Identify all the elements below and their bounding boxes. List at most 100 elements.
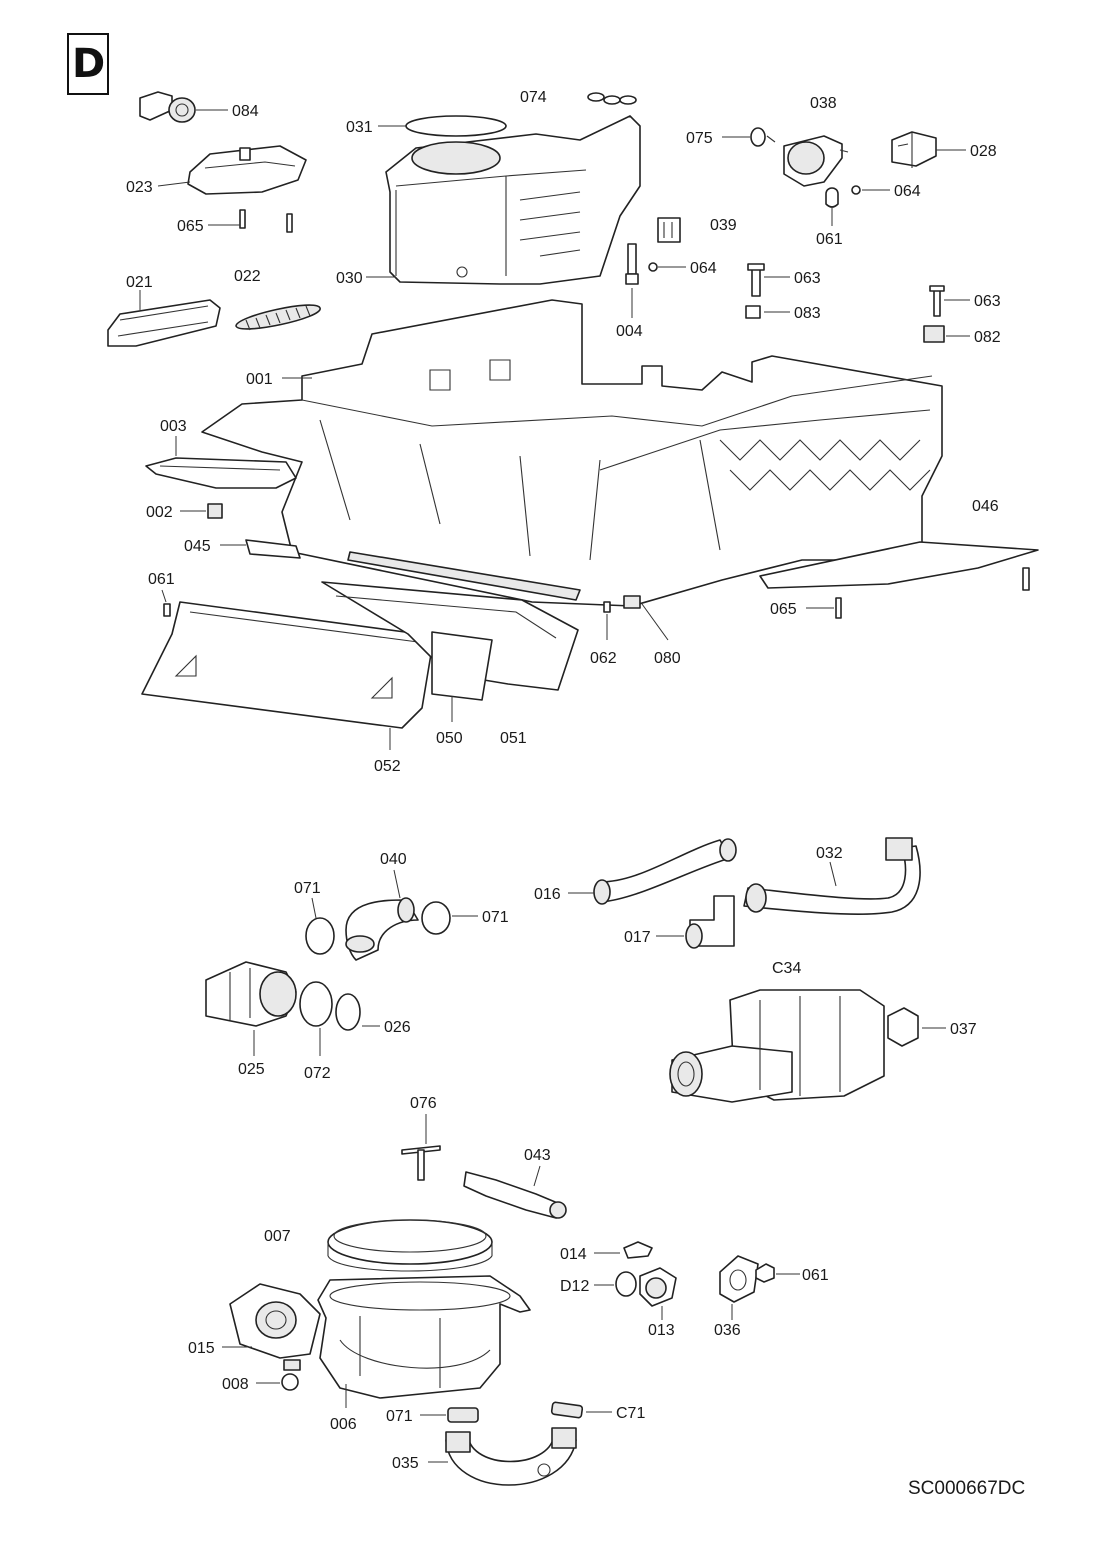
callout-012: D12: [560, 1278, 589, 1295]
callout-028: 028: [970, 143, 997, 160]
part-036: [719, 1255, 759, 1303]
callout-030: 030: [336, 270, 363, 287]
part-082: [923, 325, 945, 343]
callout-001: 001: [246, 371, 273, 388]
section-box: D: [67, 33, 109, 95]
part-072: [299, 981, 333, 1027]
part-028: [891, 131, 937, 168]
callout-026: 026: [384, 1019, 411, 1036]
callout-063-a: 063: [794, 270, 821, 287]
part-037: [887, 1007, 919, 1047]
callout-015: 015: [188, 1340, 215, 1357]
part-050: [431, 631, 493, 701]
part-001-base: [201, 299, 943, 607]
callout-061-bottom: 061: [802, 1267, 829, 1284]
part-008: [281, 1359, 301, 1391]
callout-071-a: 071: [294, 880, 321, 897]
callout-022: 022: [234, 268, 261, 285]
part-038: [766, 135, 849, 187]
callout-038: 038: [810, 95, 837, 112]
callout-021: 021: [126, 274, 153, 291]
callout-046: 046: [972, 498, 999, 515]
section-letter: D: [72, 41, 105, 87]
part-071-d: [550, 1401, 584, 1419]
callout-037: 037: [950, 1021, 977, 1038]
part-046-plate: [759, 541, 1039, 589]
callout-031: 031: [346, 119, 373, 136]
callout-023: 023: [126, 179, 153, 196]
callout-040: 040: [380, 851, 407, 868]
part-065-bottom: [835, 597, 842, 619]
callout-071-b: 071: [482, 909, 509, 926]
part-071-c: [447, 1407, 479, 1423]
callout-050: 050: [436, 730, 463, 747]
part-021: [107, 299, 221, 347]
callout-002: 002: [146, 504, 173, 521]
callout-061-right: 061: [816, 231, 843, 248]
drawing-reference: SC000667DC: [908, 1478, 1025, 1499]
part-084: [139, 91, 196, 123]
part-030-softener: [385, 115, 641, 285]
part-014: [623, 1241, 653, 1259]
part-063-b: [929, 285, 945, 317]
part-083: [745, 305, 761, 319]
part-032-hose: [743, 837, 921, 915]
part-061-bottom: [755, 1263, 775, 1283]
callout-052: 052: [374, 758, 401, 775]
callout-036: 036: [714, 1322, 741, 1339]
screws-065: [239, 209, 293, 233]
callout-032: 032: [816, 845, 843, 862]
callout-035: 035: [392, 1455, 419, 1472]
part-034-pump: [669, 989, 885, 1103]
callout-008: 008: [222, 1376, 249, 1393]
callout-084: 084: [232, 103, 259, 120]
part-063-a: [747, 263, 765, 297]
part-003: [145, 457, 297, 489]
part-075: [750, 127, 766, 147]
callout-065-top: 065: [177, 218, 204, 235]
callout-006: 006: [330, 1416, 357, 1433]
part-040-elbow: [345, 897, 419, 961]
part-022-spring: [235, 304, 321, 331]
callout-071-c: 071: [386, 1408, 413, 1425]
part-004: [625, 243, 639, 285]
part-006-sump: [317, 1275, 531, 1399]
part-061-left: [163, 603, 171, 617]
callout-076: 076: [410, 1095, 437, 1112]
part-026: [335, 993, 361, 1031]
callout-075: 075: [686, 130, 713, 147]
part-064-b: [851, 185, 861, 195]
callout-065-bottom: 065: [770, 601, 797, 618]
callout-083: 083: [794, 305, 821, 322]
callout-003: 003: [160, 418, 187, 435]
part-052-panel: [141, 601, 433, 729]
callout-061-left: 061: [148, 571, 175, 588]
callout-062: 062: [590, 650, 617, 667]
part-031-gasket: [405, 115, 507, 137]
callout-017: 017: [624, 929, 651, 946]
part-061-small: [825, 187, 839, 208]
part-076: [401, 1145, 441, 1181]
callout-025: 025: [238, 1061, 265, 1078]
part-043: [463, 1171, 567, 1219]
callout-082: 082: [974, 329, 1001, 346]
callout-016: 016: [534, 886, 561, 903]
callout-045: 045: [184, 538, 211, 555]
callout-034: C34: [772, 960, 801, 977]
callout-064-center: 064: [690, 260, 717, 277]
part-017: [685, 895, 735, 949]
part-025: [205, 961, 297, 1027]
callout-043: 043: [524, 1147, 551, 1164]
part-002: [207, 503, 223, 519]
part-007-ring: [327, 1219, 493, 1272]
callout-014: 014: [560, 1246, 587, 1263]
callout-074: 074: [520, 89, 547, 106]
callout-080: 080: [654, 650, 681, 667]
callout-013: 013: [648, 1322, 675, 1339]
part-035-hose: [445, 1427, 577, 1486]
callout-071-d: C71: [616, 1405, 645, 1422]
part-074: [587, 92, 637, 105]
callout-072: 072: [304, 1065, 331, 1082]
callout-007: 007: [264, 1228, 291, 1245]
part-065-right: [1022, 567, 1030, 591]
